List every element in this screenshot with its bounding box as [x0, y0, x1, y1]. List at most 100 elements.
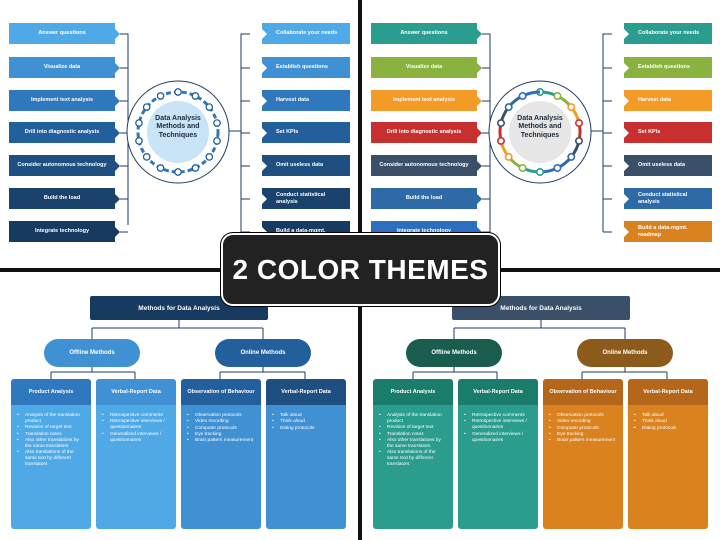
card-body: Analysis of the translation productRevis…	[11, 405, 91, 529]
card-bullet: Talk aloud	[634, 413, 703, 419]
card-body: Talk aloudThink aloudDialog protocols	[628, 405, 708, 529]
card-bullet: Talk aloud	[272, 413, 341, 419]
hub-ring	[126, 80, 230, 184]
connector-lines	[120, 33, 250, 233]
card-bullet: Brain pattern measurement	[549, 438, 618, 444]
hub-dot	[142, 153, 151, 161]
card-bullet: Think aloud	[634, 419, 703, 425]
hub-dot	[567, 103, 576, 112]
left-item-1: Answer questions	[9, 23, 120, 44]
card-bullet: Computer protocols	[187, 426, 256, 432]
hub-line-1: Data Analysis	[155, 115, 201, 122]
right-item-4: Set KPIs	[262, 122, 350, 143]
method-card: Observation of BehaviourObservation prot…	[543, 379, 623, 529]
card-bullet: Generalized interviews / questionnaires	[102, 432, 171, 444]
hub-dot	[213, 137, 221, 145]
hub-dot	[135, 137, 143, 145]
card-body: Retrospective commentsRetrospective inte…	[458, 405, 538, 529]
hub-dot	[213, 119, 221, 127]
hub-line-3: Techniques	[520, 131, 560, 139]
card-bullet: Translation notes	[379, 432, 448, 438]
card-bullet: Dialog protocols	[634, 426, 703, 432]
method-card: Product AnalysisAnalysis of the translat…	[373, 379, 453, 529]
left-item-6: Build the load	[9, 188, 120, 209]
card-bullet: Retrospective interviews / questionnaire…	[102, 419, 171, 431]
right-item-3: Harvest data	[624, 90, 712, 111]
card-bullet: Observation protocols	[187, 413, 256, 419]
left-item-5: Consider autonomous technology	[371, 155, 482, 176]
right-item-5: Omit useless data	[262, 155, 350, 176]
left-item-5: Consider autonomous technology	[9, 155, 120, 176]
hub-dot	[497, 119, 506, 128]
left-item-6: Build the load	[371, 188, 482, 209]
card-bullet: Revision of target text	[17, 425, 86, 431]
card-bullet: Generalized interviews / questionnaires	[464, 432, 533, 444]
card-bullet: Also translations of the same text by di…	[17, 450, 86, 468]
card-title: Product Analysis	[11, 379, 91, 405]
hub-dot	[142, 103, 151, 111]
tree-lines	[412, 320, 668, 379]
card-bullet: Video recording	[549, 419, 618, 425]
hub-dot	[504, 103, 513, 112]
hub-dot	[205, 153, 214, 161]
online-methods-pill: Online Methods	[215, 339, 311, 367]
hub-dot	[567, 152, 576, 161]
hub-title: Data Analysis Methods and Techniques	[145, 115, 211, 140]
hub-dot	[518, 92, 527, 101]
card-bullet: Observation protocols	[549, 413, 618, 419]
card-title: Verbal-Report Data	[266, 379, 346, 405]
hub-dot	[156, 92, 165, 100]
hub-line-3: Techniques	[158, 131, 198, 139]
card-bullet: Also other translations by the same tran…	[17, 438, 86, 450]
quadrant-multicolor-tree: Methods for Data Analysis Offline Method…	[362, 272, 720, 540]
left-item-3: Implement text analysis	[9, 90, 120, 111]
card-bullet: Retrospective comments	[102, 413, 171, 419]
hub-dot	[191, 92, 200, 100]
card-bullet: Brain pattern measurement	[187, 438, 256, 444]
card-title: Observation of Behaviour	[181, 379, 261, 405]
left-item-7: Integrate technology	[9, 221, 120, 242]
card-bullet: Eye tracking	[549, 432, 618, 438]
color-themes-banner: 2 COLOR THEMES	[221, 233, 500, 306]
card-title: Observation of Behaviour	[543, 379, 623, 405]
card-bullet: Retrospective interviews / questionnaire…	[464, 419, 533, 431]
offline-methods-pill: Offline Methods	[44, 339, 140, 367]
right-item-1: Collaborate your needs	[624, 23, 712, 44]
hub-dot	[553, 164, 562, 173]
hub-dot	[504, 152, 513, 161]
left-item-4: Drill into diagnostic analysis	[371, 122, 482, 143]
hub-dot	[191, 164, 200, 172]
right-item-1: Collaborate your needs	[262, 23, 350, 44]
right-item-6: Conduct statistical analysis	[262, 188, 350, 209]
card-bullet: Analysis of the translation product	[379, 413, 448, 425]
tree-lines	[50, 320, 306, 379]
left-item-2: Visualize data	[9, 57, 120, 78]
quadrant-blue-tree: Methods for Data Analysis Offline Method…	[0, 272, 358, 540]
card-body: Talk aloudThink aloudDialog protocols	[266, 405, 346, 529]
method-card: Verbal-Report DataRetrospective comments…	[458, 379, 538, 529]
method-card: Verbal-Report DataTalk aloudThink aloudD…	[266, 379, 346, 529]
right-item-6: Conduct statistical analysis	[624, 188, 712, 209]
card-bullet: Retrospective comments	[464, 413, 533, 419]
card-body: Observation protocolsVideo recordingComp…	[181, 405, 261, 529]
left-item-4: Drill into diagnostic analysis	[9, 122, 120, 143]
hub-ring	[488, 80, 592, 184]
card-body: Analysis of the translation productRevis…	[373, 405, 453, 529]
hub-line-2: Methods and	[156, 123, 200, 131]
right-item-2: Establish questions	[262, 57, 350, 78]
hub-dot	[156, 164, 165, 172]
online-methods-pill: Online Methods	[577, 339, 673, 367]
card-bullet: Revision of target text	[379, 425, 448, 431]
card-bullet: Computer protocols	[549, 426, 618, 432]
right-item-5: Omit useless data	[624, 155, 712, 176]
card-title: Verbal-Report Data	[628, 379, 708, 405]
hub-dot	[575, 136, 584, 145]
left-item-3: Implement text analysis	[371, 90, 482, 111]
card-body: Retrospective commentsRetrospective inte…	[96, 405, 176, 529]
method-card: Observation of BehaviourObservation prot…	[181, 379, 261, 529]
hub-title: Data Analysis Methods and Techniques	[507, 115, 573, 140]
hub-dot	[497, 136, 506, 145]
card-title: Product Analysis	[373, 379, 453, 405]
